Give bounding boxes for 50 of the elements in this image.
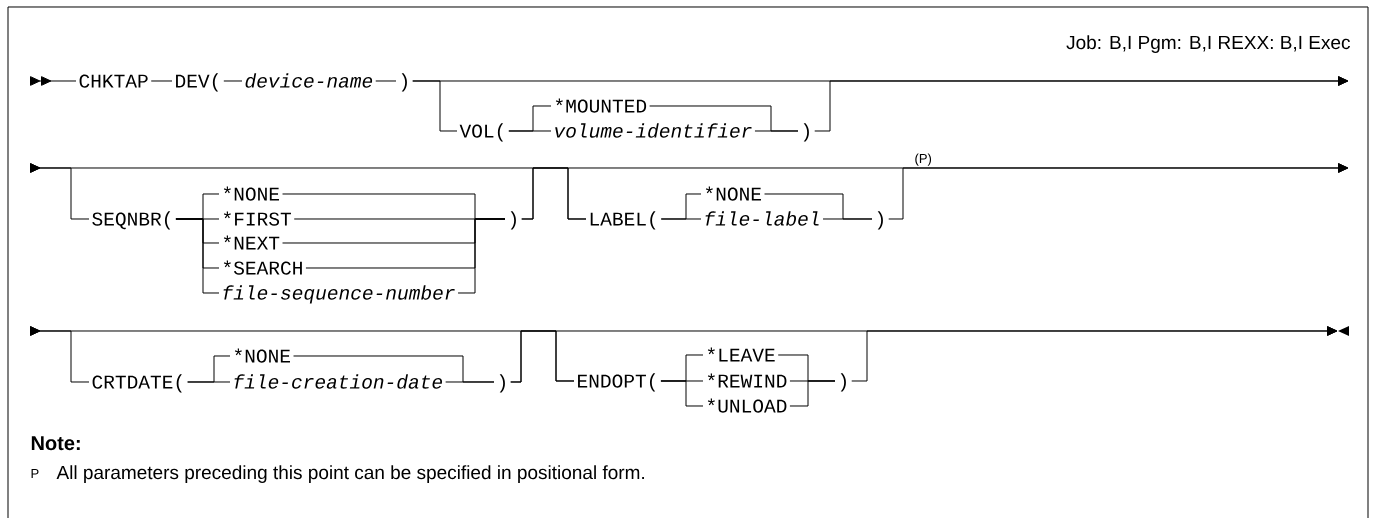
keyword: SEQNBR( — [92, 211, 171, 230]
variable-name: file-sequence-number — [223, 285, 455, 304]
keyword: ENDOPT( — [578, 373, 656, 392]
closing-parenthesis: ) — [840, 373, 846, 392]
option-value: *NEXT — [223, 235, 280, 250]
closing-parenthesis: ) — [510, 211, 516, 230]
footnote-text: All parameters preceding this point can be specified in positional form. — [56, 465, 644, 483]
syntax-line — [375, 80, 397, 82]
syntax-line — [822, 218, 873, 220]
option-value: *LEAVE — [707, 347, 775, 362]
variable-name: file-creation-date — [234, 374, 442, 389]
environment-note: Job: B,I Pgm: B,I REXX: B,I Exec — [1066, 35, 1350, 53]
option-value: *UNLOAD — [707, 398, 787, 413]
footnote-reference: (P) — [915, 153, 932, 166]
syntax-line — [457, 218, 506, 294]
option-value: *NONE — [223, 186, 279, 201]
option-value: *MOUNTED — [555, 98, 647, 113]
syntax-line — [175, 218, 220, 294]
variable-name: device-name — [245, 73, 373, 88]
syntax-line — [150, 80, 173, 82]
keyword: DEV( — [176, 73, 219, 92]
option-value: *NONE — [705, 186, 761, 201]
syntax-line — [223, 80, 243, 82]
keyword: LABEL( — [590, 211, 656, 230]
keyword: CRTDATE( — [92, 374, 182, 393]
syntax-line — [445, 381, 495, 383]
option-value: *NONE — [234, 348, 290, 363]
syntax-line — [30, 76, 77, 86]
syntax-line — [660, 218, 702, 220]
closing-parenthesis: ) — [499, 374, 505, 393]
closing-parenthesis: ) — [803, 123, 809, 142]
option-value: *SEARCH — [223, 260, 302, 275]
syntax-line — [187, 381, 231, 383]
syntax-line — [660, 380, 704, 407]
syntax-line — [851, 326, 1338, 382]
note-heading: Note: — [31, 436, 80, 451]
variable-name: file-label — [705, 211, 819, 226]
option-value: *REWIND — [707, 373, 787, 388]
closing-parenthesis: ) — [401, 73, 407, 92]
keyword: CHKTAP — [79, 74, 148, 88]
closing-parenthesis: ) — [877, 211, 883, 230]
keyword: VOL( — [459, 123, 504, 142]
syntax-line — [814, 76, 1349, 132]
footnote-marker: P — [31, 469, 39, 478]
syntax-line — [888, 163, 1349, 220]
syntax-line — [754, 130, 799, 132]
variable-name: volume-identifier — [555, 123, 752, 138]
syntax-line — [508, 130, 552, 132]
option-value: *FIRST — [223, 211, 291, 226]
syntax-line — [789, 380, 836, 407]
